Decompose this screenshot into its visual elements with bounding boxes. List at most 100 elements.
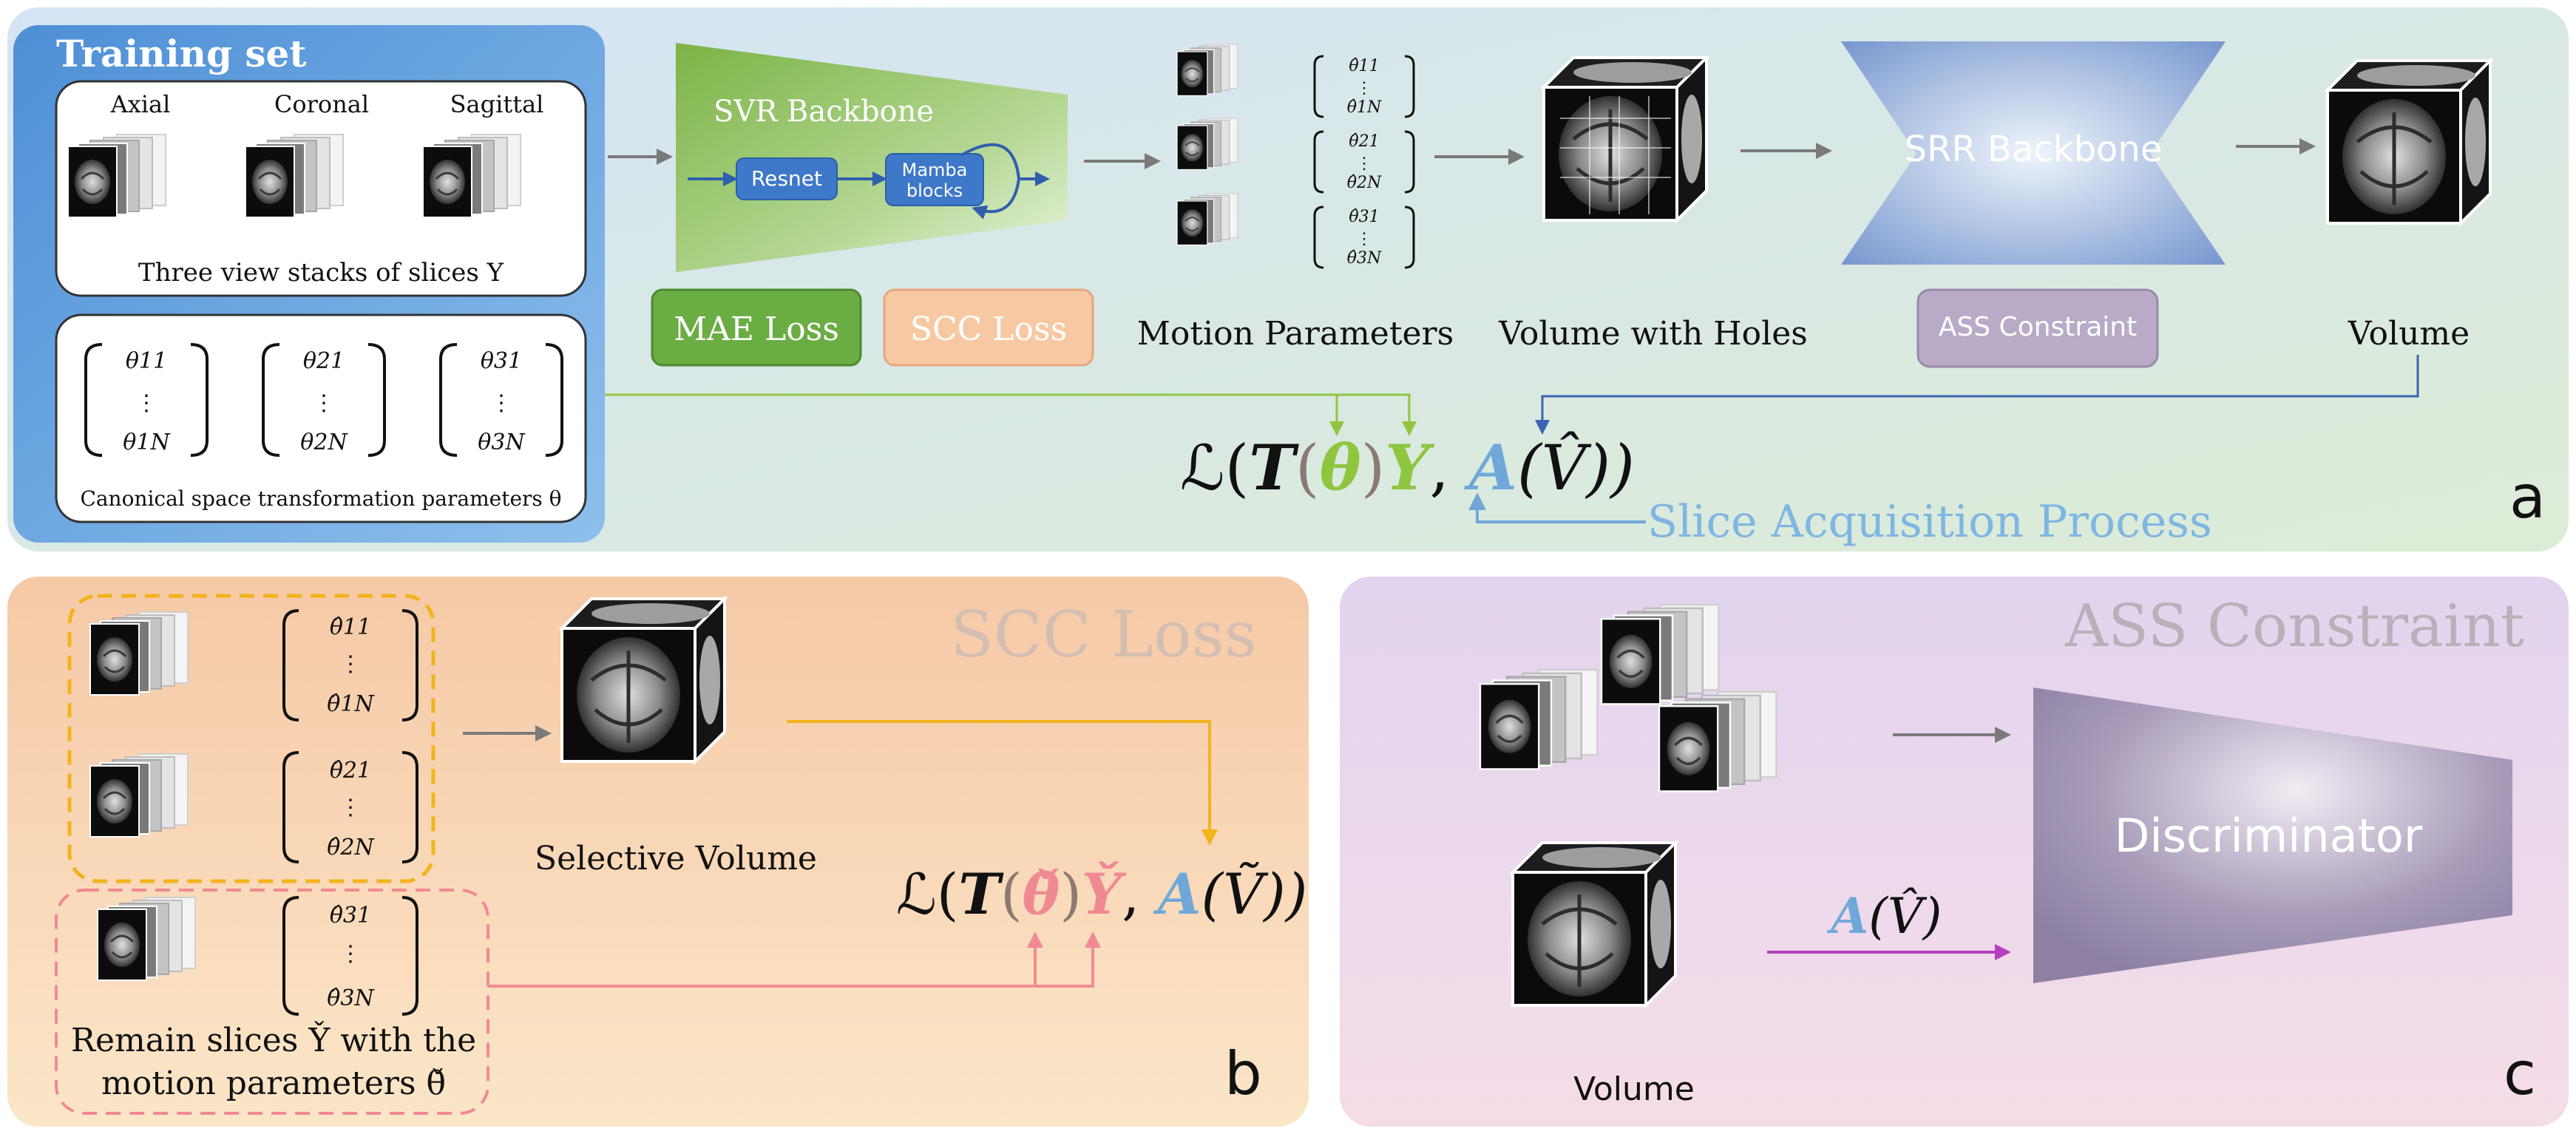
motion-param-bottom-2: θ̂2N — [1347, 174, 1382, 192]
av-label: A(V̂) — [1826, 887, 1942, 945]
motion-param-dots-2: ⋮ — [1356, 155, 1372, 173]
fake-stack-2 — [1479, 668, 1599, 771]
blue-connector — [1535, 355, 2419, 435]
mamba-loop-arrow — [960, 143, 1021, 220]
srr-backbone-title: SRR Backbone — [1905, 129, 2163, 170]
fake-stack-3 — [1658, 690, 1778, 793]
b-bracket-2l — [282, 751, 299, 863]
view-label-axial: Axial — [110, 90, 171, 118]
selected-slices-group — [67, 594, 435, 883]
loss-formula-a: ℒ(T(θ)Y, A(V̂)) — [1180, 431, 1635, 504]
view-label-sagittal: Sagittal — [450, 90, 544, 118]
motion-param-top-1: θ̂11 — [1349, 57, 1379, 75]
mamba-label-line2: blocks — [906, 180, 963, 201]
mae-loss-label: MAE Loss — [674, 310, 839, 348]
b-param-bottom-3: θ̂3N — [327, 985, 375, 1011]
remain-line-1: Remain slices Y̌ with the — [71, 1020, 476, 1059]
volume-c-cube — [1513, 843, 1675, 1005]
mamba-label-line1: Mamba — [902, 160, 968, 180]
axial-slice-stack — [67, 133, 167, 219]
slice-acq-connector — [1468, 492, 1646, 523]
panel-b-title: SCC Loss — [950, 598, 1257, 672]
selective-volume-cube — [562, 599, 725, 761]
discriminator-shape — [2033, 687, 2512, 983]
ass-constraint-label: ASS Constraint — [1939, 312, 2137, 342]
scc-loss-box — [883, 288, 1094, 367]
b-bracket-2r — [401, 751, 418, 863]
param-top-3: θ31 — [481, 348, 522, 374]
mae-loss-box — [651, 288, 862, 367]
volume-cube — [2328, 61, 2490, 223]
motion-param-top-3: θ̂31 — [1349, 208, 1379, 226]
motion-bracket-3r — [1404, 206, 1415, 269]
b-param-bottom-1: θ̂1N — [327, 691, 375, 717]
b-bracket-3l — [282, 896, 299, 1016]
motion-bracket-1r — [1404, 55, 1415, 118]
svr-backbone-shape — [676, 43, 1068, 272]
panel-c-title: ASS Constraint — [2064, 591, 2524, 660]
param-bottom-3: θ3N — [478, 430, 526, 455]
selective-volume-label: Selective Volume — [535, 840, 817, 877]
motion-param-dots-3: ⋮ — [1356, 230, 1372, 248]
selected-stack-1 — [89, 611, 189, 696]
param-caption: Canonical space transformation parameter… — [80, 486, 561, 511]
sagittal-slice-stack — [421, 133, 522, 219]
mamba-block — [885, 153, 984, 206]
svr-backbone-title: SVR Backbone — [714, 95, 934, 129]
param-top-1: θ11 — [126, 348, 167, 374]
volume-with-holes-cube — [1544, 58, 1706, 220]
param-dots-2: ⋮ — [313, 390, 335, 416]
ass-constraint-box — [1916, 288, 2159, 368]
motion-stack-3 — [1176, 193, 1238, 246]
param-bottom-1: θ1N — [123, 430, 171, 455]
stack-caption: Three view stacks of slices Y — [138, 258, 504, 288]
coronal-slice-stack — [244, 133, 345, 219]
volume-c-label: Volume — [1573, 1070, 1695, 1108]
motion-stack-2 — [1176, 118, 1238, 171]
holes-grid — [1560, 96, 1671, 214]
volume-with-holes-label: Volume with Holes — [1498, 315, 1808, 353]
scc-loss-label: SCC Loss — [910, 310, 1067, 348]
discriminator-label: Discriminator — [2115, 809, 2423, 863]
b-param-top-2: θ̂21 — [330, 758, 371, 784]
fake-stack-1 — [1600, 603, 1721, 706]
remain-line-2: motion parameters θ̌ — [101, 1065, 446, 1102]
b-param-top-3: θ̂31 — [330, 903, 371, 928]
panel-b-letter: b — [1224, 1039, 1262, 1108]
motion-bracket-2r — [1404, 130, 1415, 194]
motion-param-bottom-3: θ̂3N — [1347, 249, 1382, 268]
panel-b-background — [7, 577, 1309, 1127]
slice-acquisition-label: Slice Acquisition Process — [1647, 496, 2212, 548]
b-bracket-3r — [401, 896, 418, 1016]
selected-stack-2 — [89, 753, 189, 838]
param-top-2: θ21 — [303, 348, 345, 374]
motion-param-dots-1: ⋮ — [1356, 79, 1372, 98]
volume-label: Volume — [2348, 315, 2470, 353]
motion-bracket-1l — [1313, 55, 1324, 118]
view-label-coronal: Coronal — [274, 90, 369, 118]
motion-stack-1 — [1176, 44, 1238, 97]
b-param-dots-2: ⋮ — [339, 795, 362, 821]
loss-formula-b: ℒ(T(θ̌)Y̌, A(Ṽ)) — [896, 861, 1307, 927]
motion-bracket-3l — [1313, 206, 1324, 269]
b-bracket-1l — [282, 609, 299, 722]
b-param-dots-3: ⋮ — [339, 941, 362, 967]
orange-connector — [787, 720, 1218, 846]
b-param-dots-1: ⋮ — [339, 651, 362, 677]
srr-backbone-shape — [1841, 41, 2226, 265]
panel-c-letter: c — [2504, 1039, 2536, 1108]
motion-bracket-2l — [1313, 130, 1324, 194]
param-bottom-2: θ2N — [300, 430, 348, 455]
b-bracket-1r — [401, 609, 418, 722]
resnet-label: Resnet — [751, 166, 822, 191]
remain-stack — [96, 896, 197, 982]
green-connector — [605, 393, 1417, 436]
param-box — [55, 313, 587, 523]
motion-param-top-2: θ̂21 — [1349, 132, 1379, 151]
training-set-title: Training set — [56, 32, 306, 75]
param-dots-3: ⋮ — [490, 390, 512, 416]
remain-slices-group — [55, 889, 489, 1115]
b-param-top-1: θ̂11 — [330, 614, 371, 640]
param-dots-1: ⋮ — [135, 390, 157, 416]
